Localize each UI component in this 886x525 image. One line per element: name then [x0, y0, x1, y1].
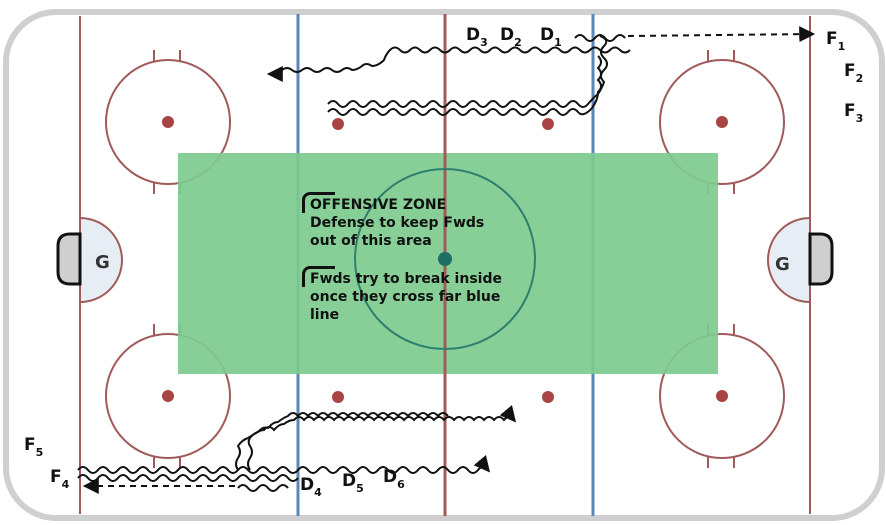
- zone-title-note: OFFENSIVE ZONE Defense to keep Fwds out …: [310, 197, 485, 249]
- faceoff-dot: [542, 391, 554, 403]
- player-labels-top-forwards: F1 F2 F3: [826, 29, 863, 125]
- skate-path-d1: [574, 34, 626, 42]
- skate-path-bottom-upper-2: [235, 412, 449, 471]
- player-label-f3: F3: [844, 101, 863, 125]
- goal-crease-left: [79, 216, 123, 304]
- skate-path-top-lower: [327, 35, 608, 108]
- faceoff-dot: [332, 118, 344, 130]
- skate-path-top-upper: [266, 46, 631, 82]
- skate-path-bottom-upper: [247, 405, 517, 471]
- player-label-f2: F2: [844, 61, 863, 85]
- center-dot: [438, 252, 452, 266]
- skate-path-d4: [237, 484, 289, 492]
- faceoff-dot: [332, 391, 344, 403]
- skate-path-top-lower-2: [327, 55, 602, 116]
- player-label-f5: F5: [24, 435, 43, 459]
- goal-net-left: [56, 232, 82, 286]
- player-label-f4: F4: [50, 467, 70, 491]
- forwards-tip-note: Fwds try to break inside once they cross…: [310, 271, 502, 323]
- player-label-d1: D1: [540, 25, 562, 49]
- player-label-d4: D4: [300, 475, 322, 499]
- pass-line-top: [627, 26, 816, 43]
- goalie-right-label: G: [775, 254, 790, 275]
- faceoff-circle-top-left: [105, 50, 231, 194]
- note-bracket-icon: [302, 192, 335, 213]
- player-labels-bottom-defense: D4 D5 D6: [300, 467, 405, 499]
- note-bracket-icon: [302, 266, 335, 287]
- skate-path-bottom-lower: [77, 455, 491, 474]
- faceoff-circle-bottom-left: [105, 324, 231, 468]
- faceoff-dot: [542, 118, 554, 130]
- player-label-d6: D6: [383, 467, 405, 491]
- player-label-d2: D2: [500, 25, 522, 49]
- player-label-d3: D3: [466, 25, 488, 49]
- goal-net-right: [808, 232, 834, 286]
- player-label-d5: D5: [342, 471, 364, 495]
- player-label-f1: F1: [826, 29, 845, 53]
- goal-crease-right: [767, 216, 811, 304]
- player-labels-top-defense: D3 D2 D1: [466, 25, 562, 49]
- player-labels-bottom-forwards: F5 F4: [24, 435, 70, 491]
- skate-path-bottom-lower-2: [77, 474, 299, 482]
- center-circle: [354, 168, 536, 350]
- goalie-left-label: G: [95, 252, 110, 273]
